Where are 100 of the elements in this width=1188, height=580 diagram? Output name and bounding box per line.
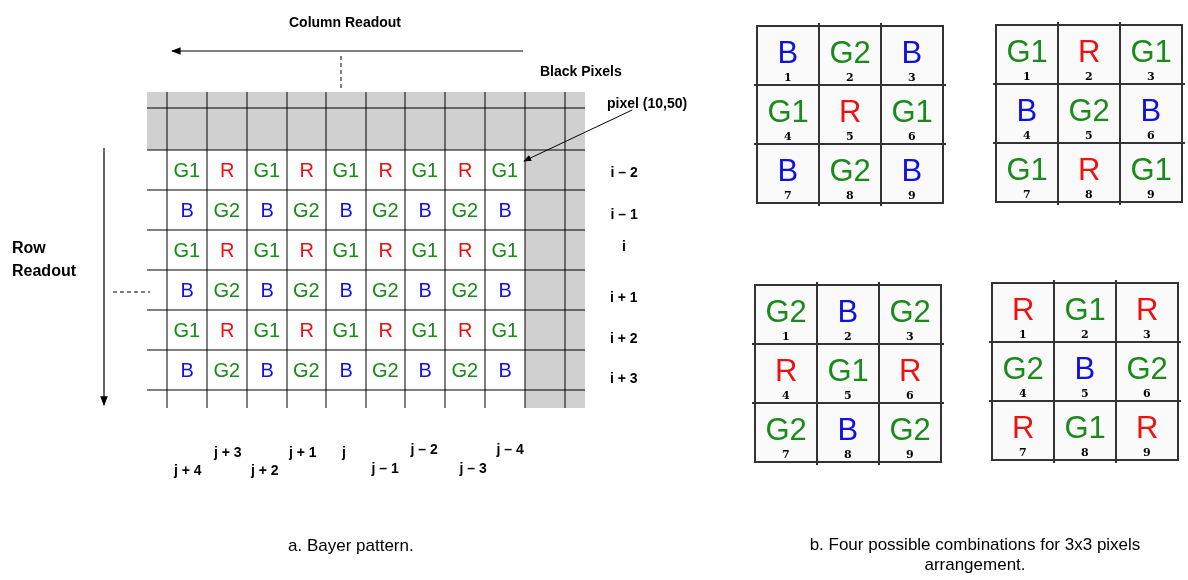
cell-number: 5	[846, 130, 854, 142]
cell-number: 7	[1023, 188, 1031, 200]
row-index-label: i – 1	[610, 207, 638, 221]
color-filter-letter: R	[1012, 293, 1035, 325]
color-filter-letter: G2	[372, 200, 399, 220]
cell-number: 2	[1081, 328, 1089, 340]
cell-number: 9	[906, 448, 914, 460]
color-filter-letter: B	[180, 280, 194, 300]
color-filter-letter: R	[458, 160, 473, 180]
cell-number: 8	[844, 448, 852, 460]
column-index-label: j	[342, 445, 346, 459]
color-filter-letter: B	[777, 36, 799, 68]
color-filter-letter: G1	[332, 320, 360, 340]
color-filter-letter: B	[180, 200, 194, 220]
color-filter-letter: B	[418, 360, 432, 380]
color-filter-letter: R	[220, 240, 235, 260]
color-filter-letter: R	[1078, 35, 1101, 67]
cell-number: 7	[1019, 446, 1027, 458]
cell-number: 5	[844, 389, 852, 401]
color-filter-letter: G2	[765, 413, 807, 445]
color-filter-letter: B	[1016, 94, 1038, 126]
leader-line	[523, 109, 633, 162]
cell-number: 6	[908, 130, 916, 142]
cell-number: 3	[1147, 70, 1155, 82]
cell-number: 4	[1019, 387, 1027, 399]
color-filter-letter: G2	[1126, 352, 1168, 384]
color-filter-letter: G1	[173, 240, 201, 260]
color-filter-letter: G1	[1064, 293, 1106, 325]
cell-number: 1	[1023, 70, 1031, 82]
color-filter-letter: R	[1012, 411, 1035, 443]
color-filter-letter: G1	[767, 95, 809, 127]
color-filter-letter: G2	[829, 36, 871, 68]
figure-caption: b. Four possible combinations for 3x3 pixels arrangement.	[808, 534, 1142, 576]
color-filter-letter: B	[418, 280, 432, 300]
color-filter-letter: G1	[253, 240, 281, 260]
color-filter-letter: B	[901, 36, 923, 68]
color-filter-letter: R	[458, 320, 473, 340]
color-filter-letter: G2	[889, 413, 931, 445]
color-filter-letter: G1	[332, 160, 360, 180]
color-filter-letter: G1	[1006, 35, 1048, 67]
color-filter-letter: G1	[332, 240, 360, 260]
color-filter-letter: R	[378, 240, 393, 260]
color-filter-letter: G1	[491, 320, 519, 340]
column-index-label: j – 1	[371, 461, 399, 475]
cell-number: 1	[1019, 328, 1027, 340]
cell-number: 4	[784, 130, 792, 142]
color-filter-letter: B	[339, 280, 353, 300]
color-filter-letter: G2	[293, 280, 320, 300]
color-filter-letter: B	[260, 360, 274, 380]
axis-title: Column Readout	[289, 15, 401, 29]
color-filter-letter: G2	[829, 154, 871, 186]
color-filter-letter: G1	[253, 320, 281, 340]
color-filter-letter: G1	[1130, 153, 1172, 185]
color-filter-letter: B	[1074, 352, 1096, 384]
cell-number: 3	[1143, 328, 1151, 340]
color-filter-letter: G1	[411, 320, 439, 340]
color-filter-letter: G2	[889, 295, 931, 327]
color-filter-letter: G2	[765, 295, 807, 327]
color-filter-letter: G1	[891, 95, 933, 127]
color-filter-letter: R	[839, 95, 862, 127]
cell-number: 7	[784, 189, 792, 201]
cell-number: 2	[844, 330, 852, 342]
color-filter-letter: R	[1136, 293, 1159, 325]
cell-number: 1	[784, 71, 792, 83]
row-index-label: i + 1	[610, 290, 638, 304]
cell-number: 6	[906, 389, 914, 401]
color-filter-letter: B	[180, 360, 194, 380]
column-index-label: j + 3	[214, 445, 242, 459]
cell-number: 8	[1081, 446, 1089, 458]
color-filter-letter: R	[378, 160, 393, 180]
cell-number: 9	[908, 189, 916, 201]
color-filter-letter: B	[339, 360, 353, 380]
color-filter-letter: G2	[451, 360, 479, 380]
color-filter-letter: B	[777, 154, 799, 186]
cell-number: 2	[846, 71, 854, 83]
color-filter-letter: G1	[1130, 35, 1172, 67]
color-filter-letter: G2	[451, 280, 479, 300]
color-filter-letter: R	[1078, 153, 1101, 185]
color-filter-letter: B	[901, 154, 923, 186]
color-filter-letter: B	[1140, 94, 1162, 126]
color-filter-letter: G2	[1002, 352, 1044, 384]
color-filter-letter: G1	[491, 240, 519, 260]
axis-title: Row Readout	[12, 238, 77, 282]
column-index-label: j + 1	[289, 445, 317, 459]
color-filter-letter: G1	[173, 320, 201, 340]
figure-caption: a. Bayer pattern.	[288, 537, 414, 554]
color-filter-letter: G1	[491, 160, 519, 180]
color-filter-letter: R	[378, 320, 393, 340]
cell-number: 3	[908, 71, 916, 83]
color-filter-letter: G1	[253, 160, 281, 180]
color-filter-letter: R	[775, 354, 798, 386]
color-filter-letter: G2	[451, 200, 479, 220]
cell-number: 4	[782, 389, 790, 401]
color-filter-letter: G1	[827, 354, 869, 386]
callout-label: pixel (10,50)	[607, 96, 688, 110]
color-filter-letter: R	[458, 240, 473, 260]
cell-number: 7	[782, 448, 790, 460]
color-filter-letter: R	[299, 160, 314, 180]
cell-number: 9	[1143, 446, 1151, 458]
cell-number: 2	[1085, 70, 1093, 82]
